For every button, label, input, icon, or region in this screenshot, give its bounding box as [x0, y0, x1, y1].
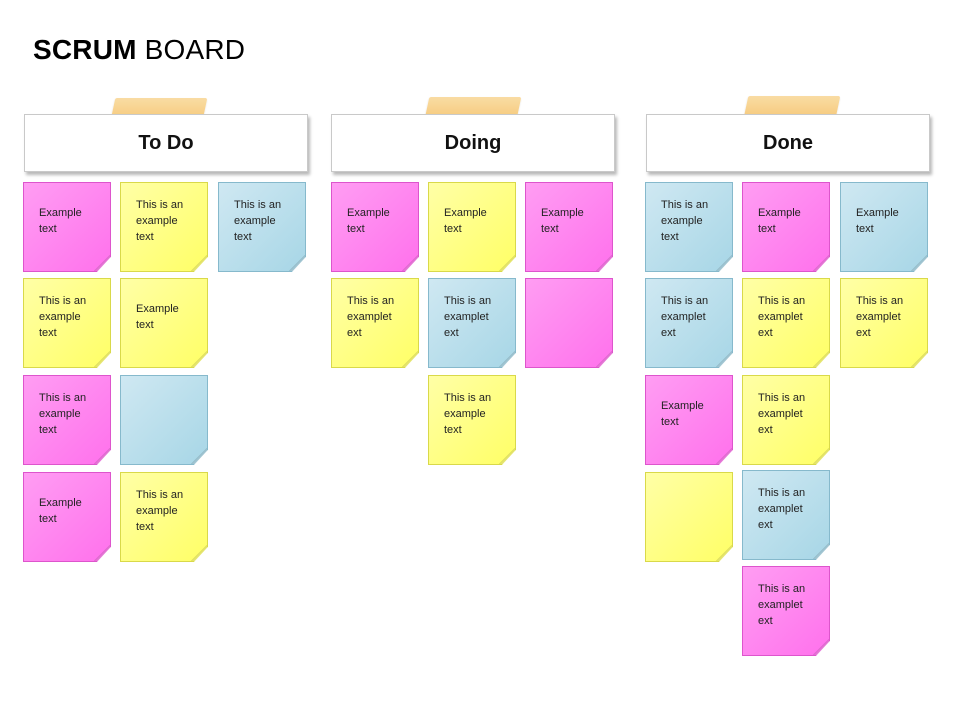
page-curl	[191, 255, 207, 271]
page-curl	[716, 255, 732, 271]
note-doing-7[interactable]: This is an example text	[428, 375, 516, 465]
note-todo-6[interactable]: This is an example text	[23, 375, 111, 465]
note-text: Example text	[541, 207, 584, 235]
page-curl	[911, 351, 927, 367]
note-doing-5[interactable]: This is an examplet ext	[428, 278, 516, 368]
page-curl	[813, 639, 829, 655]
page-curl	[94, 448, 110, 464]
note-text: This is an example text	[234, 199, 282, 243]
page-curl	[94, 255, 110, 271]
page-curl	[191, 448, 207, 464]
note-done-11[interactable]: This is an examplet ext	[742, 566, 830, 656]
page-curl	[289, 255, 305, 271]
note-todo-1[interactable]: Example text	[23, 182, 111, 272]
note-todo-5[interactable]: Example text	[120, 278, 208, 368]
note-done-1[interactable]: This is an example text	[645, 182, 733, 272]
page-curl	[499, 255, 515, 271]
note-text: Example text	[758, 207, 801, 235]
note-text: This is an examplet ext	[347, 295, 395, 339]
page-curl	[716, 351, 732, 367]
note-text: Example text	[39, 497, 82, 525]
note-done-8[interactable]: This is an examplet ext	[742, 375, 830, 465]
note-doing-1[interactable]: Example text	[331, 182, 419, 272]
note-text: This is an example text	[136, 199, 184, 243]
note-todo-4[interactable]: This is an example text	[23, 278, 111, 368]
page-curl	[813, 255, 829, 271]
note-done-6[interactable]: This is an examplet ext	[840, 278, 928, 368]
note-text: This is an examplet ext	[758, 487, 806, 531]
note-text: This is an examplet ext	[758, 392, 806, 436]
page-curl	[402, 255, 418, 271]
page-curl	[191, 351, 207, 367]
note-doing-6[interactable]	[525, 278, 613, 368]
note-text: This is an examplet ext	[444, 295, 492, 339]
note-text: This is an examplet ext	[661, 295, 709, 339]
note-text: Example text	[347, 207, 390, 235]
note-doing-4[interactable]: This is an examplet ext	[331, 278, 419, 368]
note-todo-9[interactable]: This is an example text	[120, 472, 208, 562]
note-text: Example text	[136, 303, 179, 331]
page-curl	[813, 351, 829, 367]
page-curl	[596, 255, 612, 271]
page-curl	[716, 545, 732, 561]
note-todo-3[interactable]: This is an example text	[218, 182, 306, 272]
board-title: SCRUM BOARD	[33, 34, 245, 66]
page-curl	[499, 448, 515, 464]
note-text: Example text	[444, 207, 487, 235]
note-doing-3[interactable]: Example text	[525, 182, 613, 272]
note-text: This is an examplet ext	[758, 295, 806, 339]
note-text: This is an example text	[39, 295, 87, 339]
page-curl	[813, 543, 829, 559]
page-curl	[94, 545, 110, 561]
board-title-rest: BOARD	[144, 34, 246, 65]
note-done-10[interactable]: This is an examplet ext	[742, 470, 830, 560]
page-curl	[94, 351, 110, 367]
note-text: This is an example text	[444, 392, 492, 436]
page-curl	[911, 255, 927, 271]
board-title-bold: SCRUM	[33, 34, 137, 65]
page-curl	[716, 448, 732, 464]
note-done-5[interactable]: This is an examplet ext	[742, 278, 830, 368]
note-text: Example text	[856, 207, 899, 235]
note-text: This is an example text	[661, 199, 709, 243]
note-text: This is an examplet ext	[856, 295, 904, 339]
note-todo-7[interactable]	[120, 375, 208, 465]
note-todo-8[interactable]: Example text	[23, 472, 111, 562]
page-curl	[499, 351, 515, 367]
note-text: Example text	[39, 207, 82, 235]
note-text: This is an example text	[136, 489, 184, 533]
note-todo-2[interactable]: This is an example text	[120, 182, 208, 272]
note-text: This is an examplet ext	[758, 583, 806, 627]
column-header-todo[interactable]: To Do	[24, 114, 308, 172]
page-curl	[596, 351, 612, 367]
note-text: Example text	[661, 400, 704, 428]
note-done-2[interactable]: Example text	[742, 182, 830, 272]
page-curl	[191, 545, 207, 561]
column-header-doing[interactable]: Doing	[331, 114, 615, 172]
column-header-done[interactable]: Done	[646, 114, 930, 172]
page-curl	[813, 448, 829, 464]
note-done-4[interactable]: This is an examplet ext	[645, 278, 733, 368]
note-doing-2[interactable]: Example text	[428, 182, 516, 272]
note-done-3[interactable]: Example text	[840, 182, 928, 272]
note-done-7[interactable]: Example text	[645, 375, 733, 465]
page-curl	[402, 351, 418, 367]
note-text: This is an example text	[39, 392, 87, 436]
note-done-9[interactable]	[645, 472, 733, 562]
